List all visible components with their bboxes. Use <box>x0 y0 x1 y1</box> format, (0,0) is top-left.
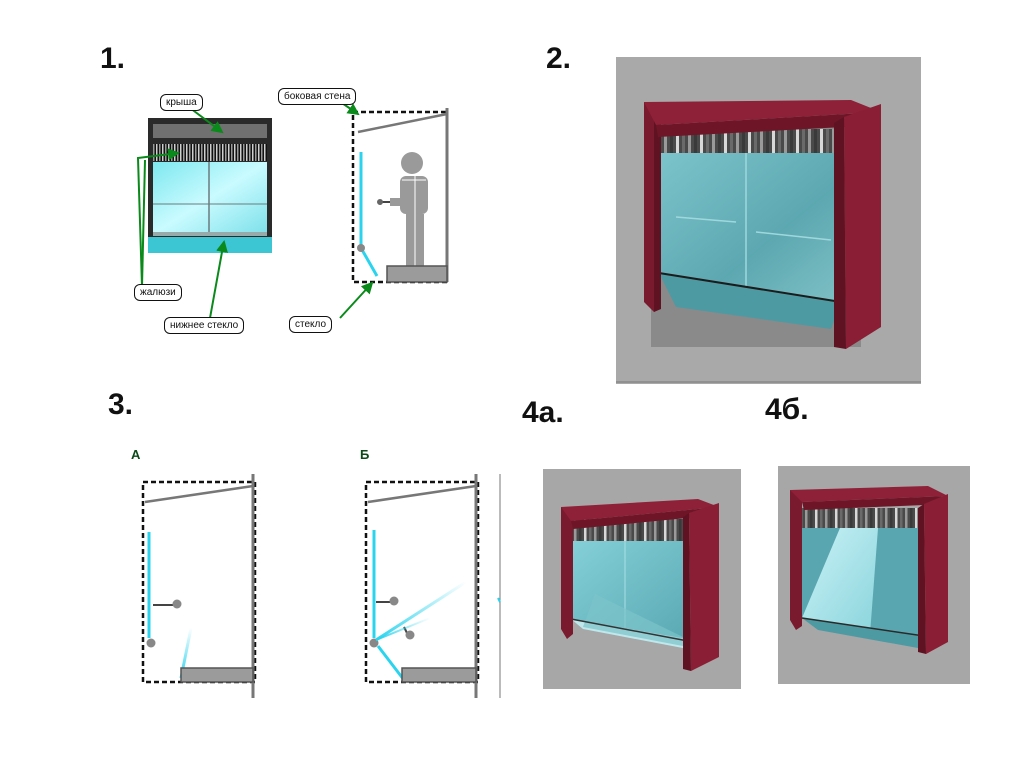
label-lower-glass: нижнее стекло <box>164 317 245 334</box>
figure-3-variant-b <box>358 470 508 700</box>
variant-a-label: А <box>131 447 141 462</box>
figure-4a-render <box>543 469 741 689</box>
label-glass: стекло <box>289 316 333 333</box>
label-side-wall: боковая стена <box>278 88 357 105</box>
figure-4b-number: 4б. <box>765 393 809 426</box>
label-roof: крыша <box>160 94 203 111</box>
figure-2-render <box>616 57 921 384</box>
label-blinds: жалюзи <box>134 284 182 301</box>
figure-3-number: 3. <box>108 388 134 421</box>
figure-1-callout-arrows <box>136 102 374 319</box>
figure-4b-render <box>778 466 970 684</box>
figure-2-number: 2. <box>546 42 572 75</box>
figure-1-side-view <box>330 90 470 300</box>
figure-1-front-view <box>120 90 370 340</box>
variant-b-label: Б <box>360 447 370 462</box>
figure-1-number: 1. <box>100 42 126 75</box>
figure-3-variant-a <box>135 470 265 700</box>
figure-4a-number: 4а. <box>522 396 564 429</box>
